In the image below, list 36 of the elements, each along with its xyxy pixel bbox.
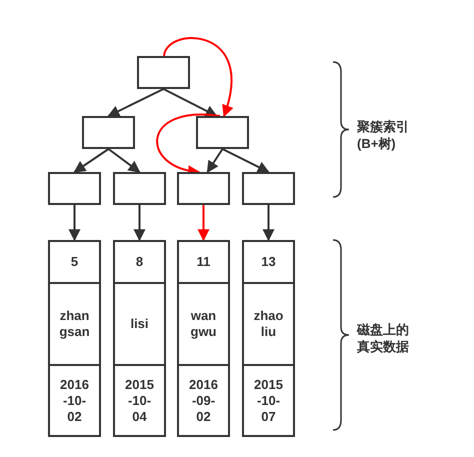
- index-box: [82, 116, 135, 149]
- cell-text: 8: [134, 254, 144, 270]
- arrow: [134, 205, 146, 242]
- data-column: [177, 240, 230, 437]
- data-column: [242, 240, 295, 437]
- arrow: [163, 37, 233, 118]
- index-box: [137, 56, 190, 89]
- cell-text: 2015 -10- 07: [253, 376, 284, 425]
- index-box: [242, 172, 295, 205]
- data-column: [48, 240, 101, 437]
- arrow: [68, 205, 80, 242]
- arrow: [74, 148, 110, 173]
- arrow: [107, 88, 164, 117]
- cell-text: zhan gsan: [58, 308, 91, 340]
- cell-text: 5: [70, 254, 80, 270]
- arrow: [262, 205, 274, 242]
- cell-text: 11: [196, 254, 212, 270]
- arrow: [198, 205, 210, 242]
- cell-text: 2016 -10- 02: [59, 376, 90, 425]
- index-box: [177, 172, 230, 205]
- cell-text: 2016 -09- 02: [188, 376, 219, 425]
- arrow: [206, 148, 224, 173]
- index-box: [196, 116, 249, 149]
- index-box: [48, 172, 101, 205]
- cell-text: zhao liu: [252, 308, 284, 340]
- cell-text: 13: [260, 254, 277, 270]
- index-box: [113, 172, 166, 205]
- arrow: [222, 148, 270, 173]
- cell-text: 2015 -10- 04: [124, 376, 155, 425]
- brace-label: 聚簇索引(B+树): [357, 118, 410, 152]
- cell-text: wan gwu: [190, 308, 218, 340]
- data-column: [113, 240, 166, 437]
- arrow: [163, 88, 218, 117]
- arrow: [108, 148, 140, 173]
- brace-label: 磁盘上的真实数据: [357, 321, 410, 355]
- cell-text: lisi: [129, 316, 150, 332]
